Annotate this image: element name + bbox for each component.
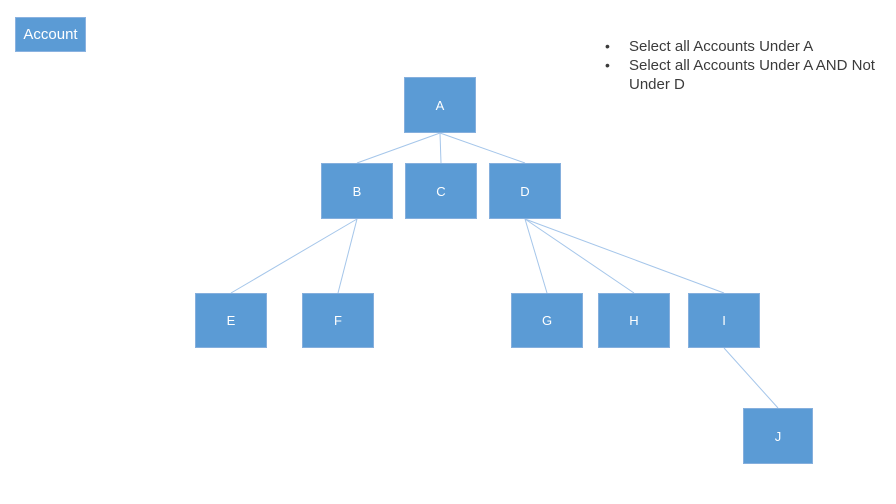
bullet-item: Select all Accounts Under A AND Not Unde…	[601, 56, 887, 94]
connector-d-g	[524, 218, 548, 294]
tree-node-b: B	[321, 163, 393, 219]
tree-node-c: C	[405, 163, 477, 219]
connector-a-d	[439, 132, 526, 164]
connector-d-i	[524, 218, 725, 294]
tree-node-e: E	[195, 293, 267, 348]
tree-node-g: G	[511, 293, 583, 348]
connector-a-b	[356, 132, 441, 164]
tree-node-f: F	[302, 293, 374, 348]
tree-node-a: A	[404, 77, 476, 133]
tree-node-h: H	[598, 293, 670, 348]
connector-d-h	[524, 218, 635, 294]
tree-node-j: J	[743, 408, 813, 464]
account-legend-label: Account	[23, 26, 78, 43]
account-legend-box: Account	[15, 17, 86, 52]
bullet-item: Select all Accounts Under A	[601, 37, 887, 56]
connector-b-f	[337, 218, 358, 294]
connector-b-e	[230, 218, 358, 294]
connector-i-j	[723, 347, 779, 409]
tree-node-d: D	[489, 163, 561, 219]
bullet-list: Select all Accounts Under A Select all A…	[601, 37, 891, 94]
tree-node-i: I	[688, 293, 760, 348]
connector-a-c	[439, 132, 442, 164]
